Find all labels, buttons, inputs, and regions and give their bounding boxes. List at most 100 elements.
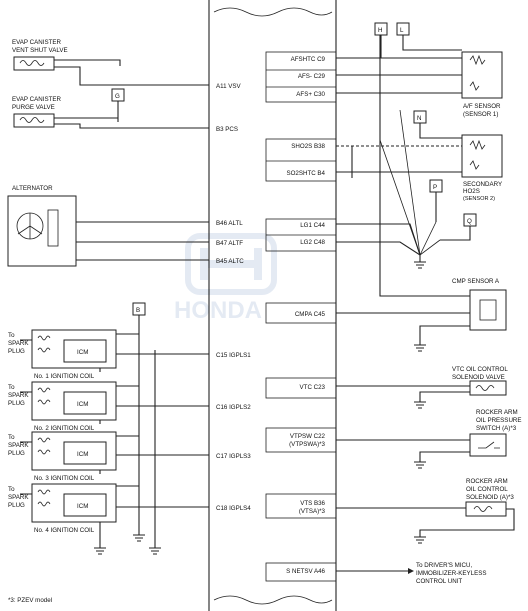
svg-text:To: To (8, 486, 15, 493)
pin-b45: B45 ALTC (216, 258, 244, 265)
svg-text:Q: Q (467, 218, 472, 225)
micu-link: To DRIVER'S MICU, IMMOBILIZER-KEYLESS CO… (336, 562, 487, 585)
pin-c22: VTPSW C22 (290, 433, 326, 440)
svg-text:SPARK: SPARK (8, 392, 29, 399)
evap-vent-valve: EVAP CANISTER VENT SHUT VALVE (12, 39, 209, 86)
pin-b36: VTS B36 (300, 500, 325, 507)
svg-text:ICM: ICM (77, 401, 88, 408)
svg-text:B: B (136, 307, 140, 314)
connector-q: Q (440, 213, 477, 241)
pin-c16: C16 IGPLS2 (216, 404, 251, 411)
pin-c29: AFS- C29 (298, 73, 326, 80)
svg-text:SECONDARY: SECONDARY (463, 181, 502, 188)
pin-c45: CMPA C45 (295, 311, 326, 318)
pin-c30: AFS+ C30 (296, 91, 325, 98)
svg-text:L: L (400, 27, 404, 34)
svg-text:OIL CONTROL: OIL CONTROL (466, 486, 508, 493)
svg-text:To: To (8, 384, 15, 391)
svg-text:N: N (417, 115, 421, 122)
svg-text:VENT SHUT VALVE: VENT SHUT VALVE (12, 47, 68, 54)
connector-b: B (116, 302, 146, 542)
svg-text:G: G (115, 93, 120, 100)
svg-text:EVAP CANISTER: EVAP CANISTER (12, 39, 61, 46)
svg-text:OIL PRESSURE: OIL PRESSURE (476, 417, 522, 424)
svg-text:ALTERNATOR: ALTERNATOR (12, 185, 53, 192)
secondary-ho2s: SECONDARY HO2S (SENSOR 2) (336, 134, 503, 202)
svg-text:ICM: ICM (77, 503, 88, 510)
svg-text:No. 4 IGNITION COIL: No. 4 IGNITION COIL (34, 527, 95, 534)
svg-text:To: To (8, 434, 15, 441)
vtc-valve: VTC OIL CONTROL SOLENOID VALVE (336, 366, 508, 409)
ignition-coil-2: To SPARK PLUG ICM No. 2 IGNITION COIL (8, 381, 209, 432)
svg-text:SOLENOID VALVE: SOLENOID VALVE (452, 374, 505, 381)
honda-watermark: HONDA (174, 233, 277, 324)
svg-text:SPARK: SPARK (8, 494, 29, 501)
alternator: ALTERNATOR (7, 185, 209, 267)
ignition-coil-4: To SPARK PLUG ICM No. 4 IGNITION COIL (8, 483, 209, 534)
svg-text:IMMOBILIZER-KEYLESS: IMMOBILIZER-KEYLESS (416, 570, 487, 577)
svg-text:To: To (8, 332, 15, 339)
svg-text:SPARK: SPARK (8, 340, 29, 347)
pin-b46: B46 ALTL (216, 220, 243, 227)
pin-c22-alt: (VTPSWA)*3 (289, 441, 325, 448)
pin-c48: LG2 C48 (300, 239, 325, 246)
svg-text:ROCKER ARM: ROCKER ARM (466, 478, 508, 485)
coil-grounds (94, 350, 161, 555)
rocker-oil-pressure-switch: ROCKER ARM OIL PRESSURE SWITCH (A)*3 (336, 409, 522, 469)
svg-text:No. 2 IGNITION COIL: No. 2 IGNITION COIL (34, 425, 95, 432)
svg-text:HO2S: HO2S (463, 188, 480, 195)
svg-text:ICM: ICM (77, 349, 88, 356)
connector-l: L (396, 22, 410, 36)
rocker-oil-control-solenoid: ROCKER ARM OIL CONTROL SOLENOID (A)*3 (336, 478, 515, 544)
footnote: *3: PZEV model (8, 597, 52, 604)
svg-text:CONTROL UNIT: CONTROL UNIT (416, 578, 462, 585)
pin-c18: C18 IGPLS4 (216, 505, 251, 512)
pin-b3: B3 PCS (216, 126, 238, 133)
connector-p: P (429, 179, 443, 222)
pin-a46: S NETSV A46 (286, 568, 325, 575)
svg-text:ROCKER ARM: ROCKER ARM (476, 409, 518, 416)
svg-text:No. 1 IGNITION COIL: No. 1 IGNITION COIL (34, 373, 95, 380)
svg-text:SPARK: SPARK (8, 442, 29, 449)
pin-b4: SO2SHTC B4 (286, 170, 325, 177)
ignition-coil-3: To SPARK PLUG ICM No. 3 IGNITION COIL (8, 431, 209, 482)
svg-text:(SENSOR 1): (SENSOR 1) (463, 111, 498, 118)
svg-text:PLUG: PLUG (8, 450, 25, 457)
connector-h: H (374, 22, 388, 36)
pin-b36-alt: (VTSA)*3 (299, 508, 326, 515)
pin-c15: C15 IGPLS1 (216, 352, 251, 359)
svg-text:A/F SENSOR: A/F SENSOR (463, 103, 501, 110)
evap-purge-valve: EVAP CANISTER PURGE VALVE (12, 96, 209, 129)
svg-text:CMP SENSOR A: CMP SENSOR A (452, 278, 500, 285)
ecm-internal-blocks (265, 51, 337, 582)
pin-b47: B47 ALTF (216, 240, 243, 247)
svg-text:(SENSOR 2): (SENSOR 2) (463, 196, 495, 202)
pin-c44: LG1 C44 (300, 222, 325, 229)
svg-text:PLUG: PLUG (8, 400, 25, 407)
svg-text:P: P (433, 184, 437, 191)
ignition-coil-1: To SPARK PLUG ICM No. 1 IGNITION COIL (8, 329, 209, 380)
svg-text:ICM: ICM (77, 451, 88, 458)
svg-text:SOLENOID (A)*3: SOLENOID (A)*3 (466, 494, 514, 501)
pin-c23: VTC C23 (300, 384, 326, 391)
ground-lg (336, 109, 441, 269)
ecm-left-pins: A11 VSV B3 PCS B46 ALTL B47 ALTF B45 ALT… (216, 83, 251, 512)
svg-text:VTC OIL CONTROL: VTC OIL CONTROL (452, 366, 508, 373)
svg-text:PURGE VALVE: PURGE VALVE (12, 104, 55, 111)
pin-b38: SHO2S B38 (291, 143, 325, 150)
connector-g: G (111, 88, 125, 122)
connector-n: N (413, 110, 462, 139)
svg-text:PLUG: PLUG (8, 502, 25, 509)
pin-c17: C17 IGPLS3 (216, 453, 251, 460)
ecm-right-pins: AFSHTC C9 AFS- C29 AFS+ C30 SHO2S B38 SO… (286, 56, 325, 575)
svg-text:HONDA: HONDA (174, 297, 262, 324)
svg-text:H: H (378, 27, 382, 34)
svg-text:To DRIVER'S MICU,: To DRIVER'S MICU, (416, 562, 472, 569)
svg-text:EVAP CANISTER: EVAP CANISTER (12, 96, 61, 103)
cmp-sensor: CMP SENSOR A (336, 35, 507, 352)
af-sensor: A/F SENSOR (SENSOR 1) (336, 35, 503, 118)
svg-text:No. 3 IGNITION COIL: No. 3 IGNITION COIL (34, 475, 95, 482)
svg-text:SWITCH (A)*3: SWITCH (A)*3 (476, 425, 517, 432)
svg-text:PLUG: PLUG (8, 348, 25, 355)
